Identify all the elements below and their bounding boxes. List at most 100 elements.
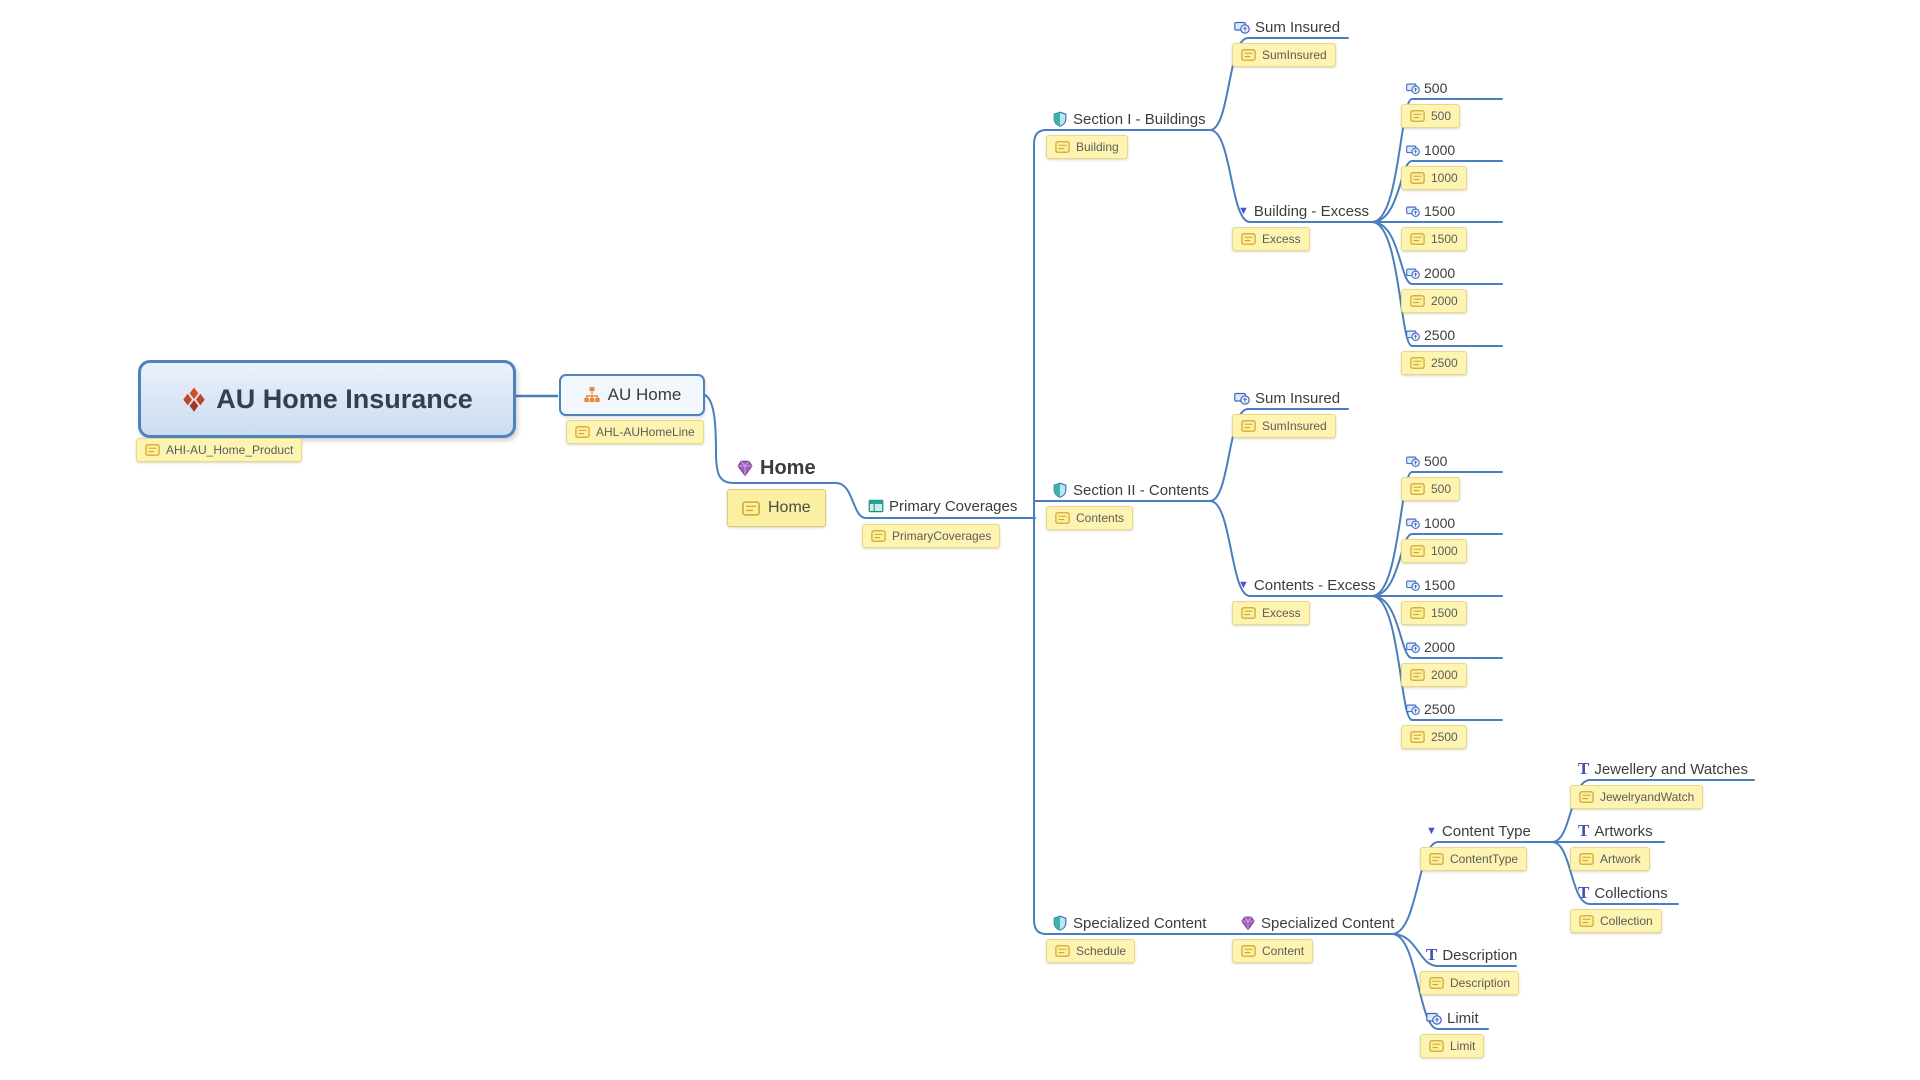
node-specialized-content-section[interactable]: Specialized Content <box>1052 912 1206 934</box>
node-contents-excess[interactable]: ▼ Contents - Excess <box>1238 574 1376 596</box>
tag-contents-excess[interactable]: Excess <box>1232 601 1310 625</box>
tag-icon <box>742 501 760 516</box>
text-type-icon: T <box>1578 883 1590 902</box>
dropdown-icon: ▼ <box>1238 578 1249 591</box>
node-contents-excess-2500[interactable]: 2500 <box>1406 698 1455 720</box>
gem-icon <box>736 459 754 477</box>
tag-contents[interactable]: Contents <box>1046 506 1134 530</box>
tag-icon <box>1241 607 1256 619</box>
product-diamond-icon <box>181 386 207 412</box>
node-label: AU Home <box>607 385 682 404</box>
tag-label: Content <box>1262 944 1305 958</box>
tag-jewelry-and-watch[interactable]: JewelryandWatch <box>1570 785 1704 809</box>
node-label: Artworks <box>1594 822 1653 840</box>
node-description[interactable]: T Description <box>1426 944 1517 966</box>
tag-label: Limit <box>1450 1039 1476 1053</box>
node-label: Content Type <box>1441 822 1531 840</box>
node-label: Building - Excess <box>1253 202 1369 220</box>
tag-collection[interactable]: Collection <box>1570 909 1662 933</box>
node-building-excess-1000[interactable]: 1000 <box>1406 139 1455 161</box>
node-sec1-sum-insured[interactable]: Sum Insured <box>1234 16 1340 38</box>
tag-sec1-sum-insured[interactable]: SumInsured <box>1232 43 1336 67</box>
tag-icon <box>1579 853 1594 865</box>
node-section2-contents[interactable]: Section II - Contents <box>1052 479 1209 501</box>
tag-label: SumInsured <box>1262 48 1327 62</box>
node-building-excess-500[interactable]: 500 <box>1406 77 1447 99</box>
node-label: Home <box>760 456 816 479</box>
shield-icon <box>1052 482 1068 498</box>
node-contents-excess-1000[interactable]: 1000 <box>1406 512 1455 534</box>
tag-sec2-sum-insured[interactable]: SumInsured <box>1232 414 1336 438</box>
node-specialized-content[interactable]: Specialized Content <box>1240 912 1394 934</box>
gem-icon <box>1240 915 1256 931</box>
node-home[interactable]: Home <box>736 455 816 481</box>
node-primary-coverages[interactable]: Primary Coverages <box>868 495 1017 517</box>
node-collections[interactable]: T Collections <box>1578 882 1668 904</box>
tag-description[interactable]: Description <box>1420 971 1520 995</box>
node-root-product[interactable]: AU Home Insurance <box>138 360 516 438</box>
tag-building-excess-1000[interactable]: 1000 <box>1401 166 1467 190</box>
node-sec2-sum-insured[interactable]: Sum Insured <box>1234 387 1340 409</box>
tag-label: 2500 <box>1431 730 1458 744</box>
node-label: Collections <box>1594 884 1668 902</box>
node-label: 2500 <box>1424 701 1456 717</box>
tag-label: Contents <box>1076 511 1125 525</box>
node-label: Section II - Contents <box>1073 481 1209 499</box>
node-contents-excess-500[interactable]: 500 <box>1406 450 1447 472</box>
tag-product-code[interactable]: AHI-AU_Home_Product <box>136 438 303 462</box>
node-label: 2000 <box>1424 639 1456 655</box>
tag-au-home-line-code[interactable]: AHL-AUHomeLine <box>566 420 704 444</box>
tag-contents-excess-2000[interactable]: 2000 <box>1401 663 1467 687</box>
tag-limit[interactable]: Limit <box>1420 1034 1485 1058</box>
node-building-excess-2000[interactable]: 2000 <box>1406 262 1455 284</box>
org-chart-icon <box>583 386 601 404</box>
currency-icon <box>1234 390 1250 406</box>
tag-contents-excess-1000[interactable]: 1000 <box>1401 539 1467 563</box>
text-type-icon: T <box>1578 821 1590 840</box>
currency-icon <box>1234 19 1250 35</box>
shield-icon <box>1052 111 1068 127</box>
node-limit[interactable]: Limit <box>1426 1007 1479 1029</box>
node-label: 1000 <box>1424 515 1456 531</box>
tag-content[interactable]: Content <box>1232 939 1314 963</box>
node-contents-excess-2000[interactable]: 2000 <box>1406 636 1455 658</box>
tag-label: 1000 <box>1431 171 1458 185</box>
tag-contents-excess-1500[interactable]: 1500 <box>1401 601 1467 625</box>
tag-building-excess-2000[interactable]: 2000 <box>1401 289 1467 313</box>
dropdown-icon: ▼ <box>1238 204 1249 217</box>
node-jewellery-and-watches[interactable]: T Jewellery and Watches <box>1578 758 1748 780</box>
tag-icon <box>1410 483 1425 495</box>
tag-primary-coverages[interactable]: PrimaryCoverages <box>862 524 1001 548</box>
node-content-type[interactable]: ▼ Content Type <box>1426 820 1531 842</box>
node-au-home-line[interactable]: AU Home <box>559 374 705 416</box>
node-contents-excess-1500[interactable]: 1500 <box>1406 574 1455 596</box>
currency-icon <box>1406 578 1420 592</box>
node-artworks[interactable]: T Artworks <box>1578 820 1653 842</box>
node-section1-buildings[interactable]: Section I - Buildings <box>1052 108 1206 130</box>
tag-label: 2000 <box>1431 294 1458 308</box>
node-building-excess[interactable]: ▼ Building - Excess <box>1238 200 1369 222</box>
tag-contents-excess-500[interactable]: 500 <box>1401 477 1461 501</box>
tag-schedule[interactable]: Schedule <box>1046 939 1136 963</box>
tag-icon <box>1410 607 1425 619</box>
node-building-excess-2500[interactable]: 2500 <box>1406 324 1455 346</box>
tag-building-excess-500[interactable]: 500 <box>1401 104 1461 128</box>
node-building-excess-1500[interactable]: 1500 <box>1406 200 1455 222</box>
tag-building[interactable]: Building <box>1046 135 1128 159</box>
tag-label: 1500 <box>1431 232 1458 246</box>
node-label: Jewellery and Watches <box>1594 760 1749 778</box>
node-label: AU Home Insurance <box>216 383 473 414</box>
tag-building-excess[interactable]: Excess <box>1232 227 1310 251</box>
tag-icon <box>1241 420 1256 432</box>
tag-contents-excess-2500[interactable]: 2500 <box>1401 725 1467 749</box>
tag-home[interactable]: Home <box>727 489 826 527</box>
tag-label: Description <box>1450 976 1511 990</box>
currency-icon <box>1406 454 1420 468</box>
node-label: Section I - Buildings <box>1073 110 1206 128</box>
tag-building-excess-1500[interactable]: 1500 <box>1401 227 1467 251</box>
tag-artwork[interactable]: Artwork <box>1570 847 1650 871</box>
tag-icon <box>1055 141 1070 153</box>
tag-label: 2000 <box>1431 668 1458 682</box>
tag-content-type[interactable]: ContentType <box>1420 847 1528 871</box>
tag-building-excess-2500[interactable]: 2500 <box>1401 351 1467 375</box>
